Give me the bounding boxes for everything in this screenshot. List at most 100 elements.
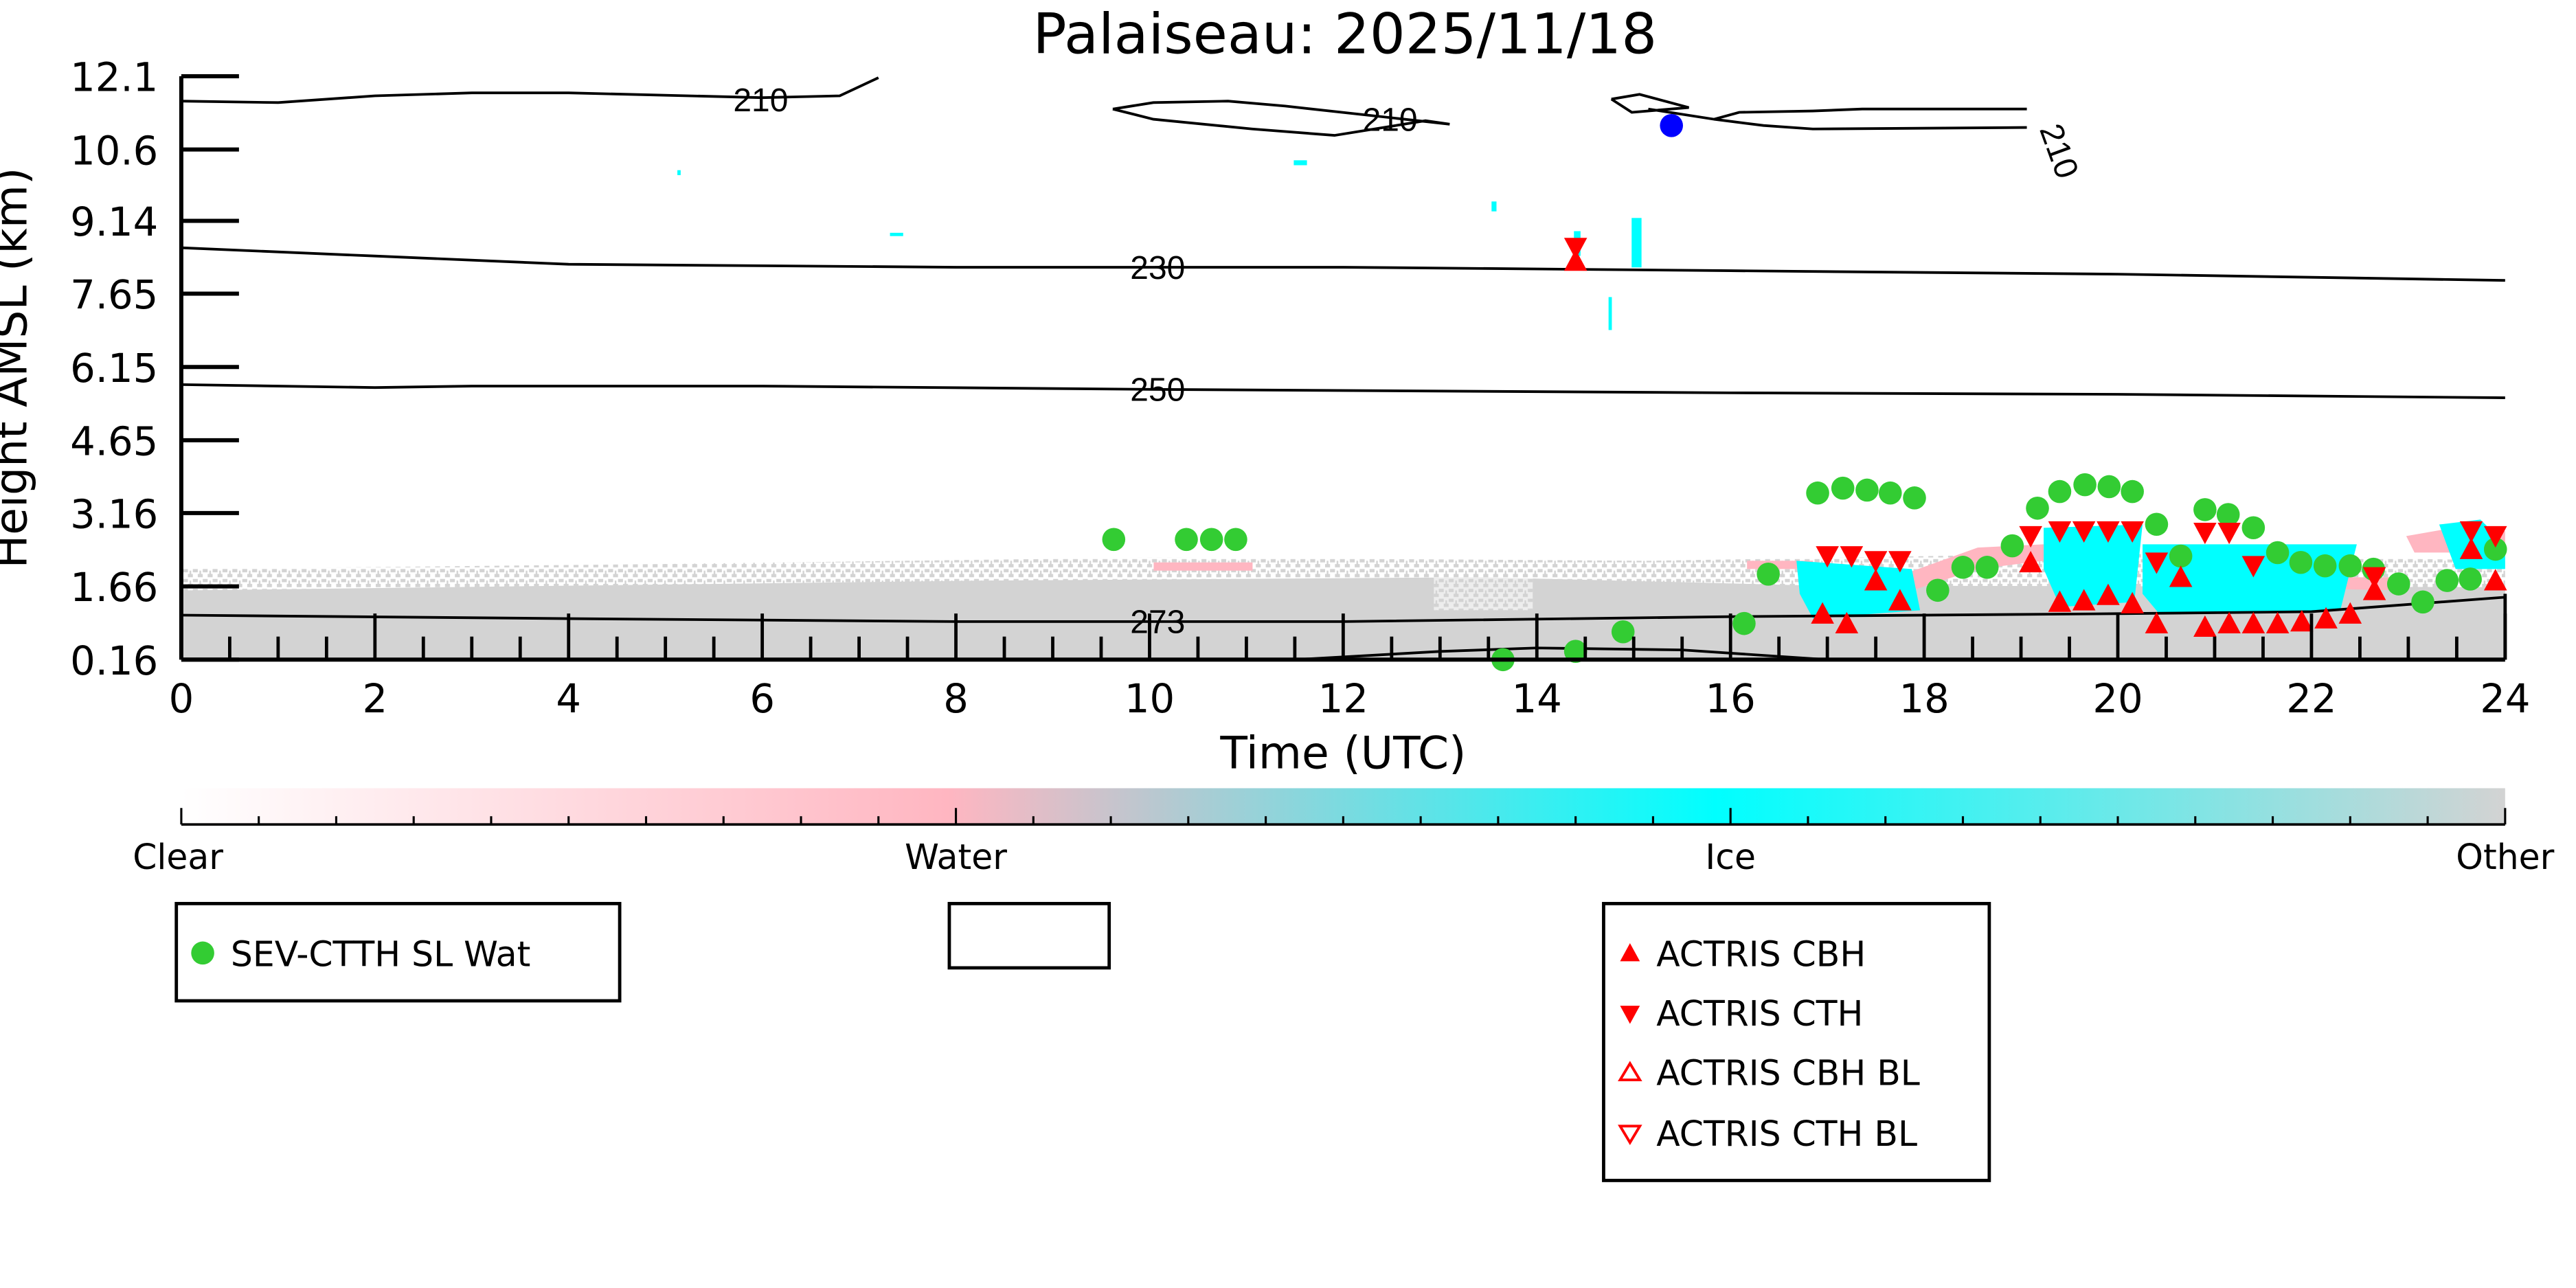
colorbar-label-clear: Clear: [133, 837, 223, 877]
marker-actris-cbh: [2290, 610, 2314, 632]
marker-sev-ctth-other: [1660, 114, 1684, 137]
ice-region: [890, 232, 903, 236]
chart-title: Palaiseau: 2025/11/18: [1032, 1, 1657, 67]
legend-label: ACTRIS CTH BL: [1656, 1114, 1917, 1154]
marker-sev-ctth-sl-wat: [2169, 544, 2193, 568]
y-tick-label: 9.14: [70, 199, 158, 245]
x-tick-label: 8: [943, 676, 969, 722]
marker-sev-ctth-sl-wat: [1175, 528, 1198, 552]
ice-region: [677, 170, 681, 175]
marker-actris-cbh: [1563, 249, 1588, 271]
triangle-down-open-icon: [1618, 1125, 1642, 1145]
marker-actris-cbh: [2217, 611, 2241, 634]
marker-sev-ctth-sl-wat: [1926, 578, 1950, 602]
legend-box: [1602, 901, 1991, 1182]
marker-sev-ctth-sl-wat: [1831, 476, 1855, 500]
marker-actris-cbh: [2314, 607, 2338, 629]
marker-sev-ctth-sl-wat: [2216, 503, 2240, 526]
y-axis-title: Height AMSL (km): [0, 168, 37, 569]
y-tick-label: 3.16: [70, 491, 158, 537]
marker-actris-cbh: [1835, 611, 1859, 634]
marker-sev-ctth-sl-wat: [1975, 556, 1999, 579]
y-tick-label: 4.65: [70, 418, 158, 464]
x-tick-label: 14: [1512, 676, 1562, 722]
contour-label: 273: [1130, 605, 1185, 641]
x-tick-label: 24: [2480, 676, 2530, 722]
marker-actris-cth: [2019, 526, 2042, 548]
contour-line-unlabeled: [1713, 117, 2027, 131]
ice-region: [1631, 218, 1642, 268]
marker-sev-ctth-sl-wat: [2097, 475, 2121, 499]
marker-sev-ctth-sl-wat: [1806, 481, 1829, 505]
marker-actris-cbh: [2097, 583, 2120, 605]
marker-actris-cbh: [2483, 569, 2507, 591]
ice-region: [1293, 160, 1307, 166]
marker-actris-cbh: [2048, 590, 2072, 612]
legend-label: ACTRIS CBH: [1656, 934, 1866, 975]
y-tick-label: 1.66: [70, 565, 158, 611]
ice-region: [1608, 297, 1612, 330]
ice-region: [1491, 201, 1497, 212]
contour-label: 250: [1130, 372, 1185, 409]
contour-label: 210: [1363, 102, 1418, 138]
marker-sev-ctth-sl-wat: [2073, 473, 2097, 497]
marker-actris-cbh: [1888, 589, 1912, 611]
marker-actris-cbh: [2121, 591, 2144, 613]
contour-line-210: [1112, 100, 1450, 137]
marker-sev-ctth-sl-wat: [2411, 590, 2434, 614]
marker-sev-ctth-sl-wat: [1102, 528, 1126, 552]
marker-sev-ctth-sl-wat: [2435, 569, 2459, 592]
marker-sev-ctth-sl-wat: [1878, 481, 1902, 505]
y-tick-label: 6.15: [70, 346, 158, 392]
legend-box: [174, 901, 622, 1003]
contour-line-210: [1648, 107, 2027, 121]
marker-actris-cbh: [2338, 602, 2362, 624]
marker-sev-ctth-sl-wat: [2145, 512, 2169, 536]
marker-actris-cth: [2145, 552, 2169, 574]
marker-actris-cbh: [2459, 537, 2483, 559]
ice-region: [2044, 524, 2143, 607]
x-tick-label: 4: [556, 676, 581, 722]
data-markers: [1102, 114, 2507, 672]
marker-sev-ctth-sl-wat: [1611, 620, 1635, 644]
legend-label: ACTRIS CBH BL: [1656, 1052, 1920, 1093]
marker-actris-cth: [2362, 567, 2386, 589]
triangle-up-open-icon: [1618, 1061, 1642, 1082]
marker-sev-ctth-sl-wat: [2266, 541, 2290, 565]
triangle-up-icon: [1620, 942, 1640, 962]
contour-label: 210: [733, 82, 788, 119]
legend-box: [947, 901, 1111, 970]
x-tick-label: 18: [1899, 676, 1949, 722]
marker-sev-ctth-sl-wat: [2048, 479, 2072, 504]
marker-sev-ctth-sl-wat: [1756, 563, 1780, 586]
marker-actris-cbh: [1864, 569, 1888, 591]
marker-sev-ctth-sl-wat: [1732, 611, 1756, 635]
marker-sev-ctth-sl-wat: [2000, 534, 2024, 558]
legend-label: SEV-CTTH SL Wat: [231, 934, 530, 975]
marker-actris-cbh: [2241, 611, 2266, 634]
marker-actris-cbh: [2362, 578, 2386, 600]
marker-actris-cth: [2459, 521, 2483, 543]
contour-line-230: [181, 246, 2505, 282]
x-tick-label: 10: [1125, 676, 1175, 722]
legend-actris: ACTRIS CBH ACTRIS CTH ACTRIS CBH BL ACTR…: [1602, 901, 1991, 1182]
marker-actris-cth: [2097, 521, 2120, 543]
marker-actris-cth: [1840, 546, 1864, 568]
x-tick-label: 20: [2092, 676, 2143, 722]
contour-line-250: [181, 383, 2505, 399]
legend-empty: [947, 901, 1111, 970]
marker-sev-ctth-sl-wat: [1224, 528, 1247, 552]
marker-sev-ctth-sl-wat: [1951, 556, 1975, 579]
marker-actris-cth: [2483, 526, 2507, 548]
colorbar: Clear Water Ice Other: [133, 788, 2555, 877]
x-tick-label: 16: [1706, 676, 1756, 722]
marker-sev-ctth-sl-wat: [2289, 550, 2313, 574]
marker-actris-cth: [1563, 238, 1588, 260]
x-tick-label: 12: [1318, 676, 1368, 722]
marker-actris-cbh: [1811, 602, 1834, 624]
marker-sev-ctth-sl-wat: [2386, 572, 2410, 596]
water-region: [1747, 561, 1814, 569]
clear-gaps: [1434, 561, 1533, 611]
